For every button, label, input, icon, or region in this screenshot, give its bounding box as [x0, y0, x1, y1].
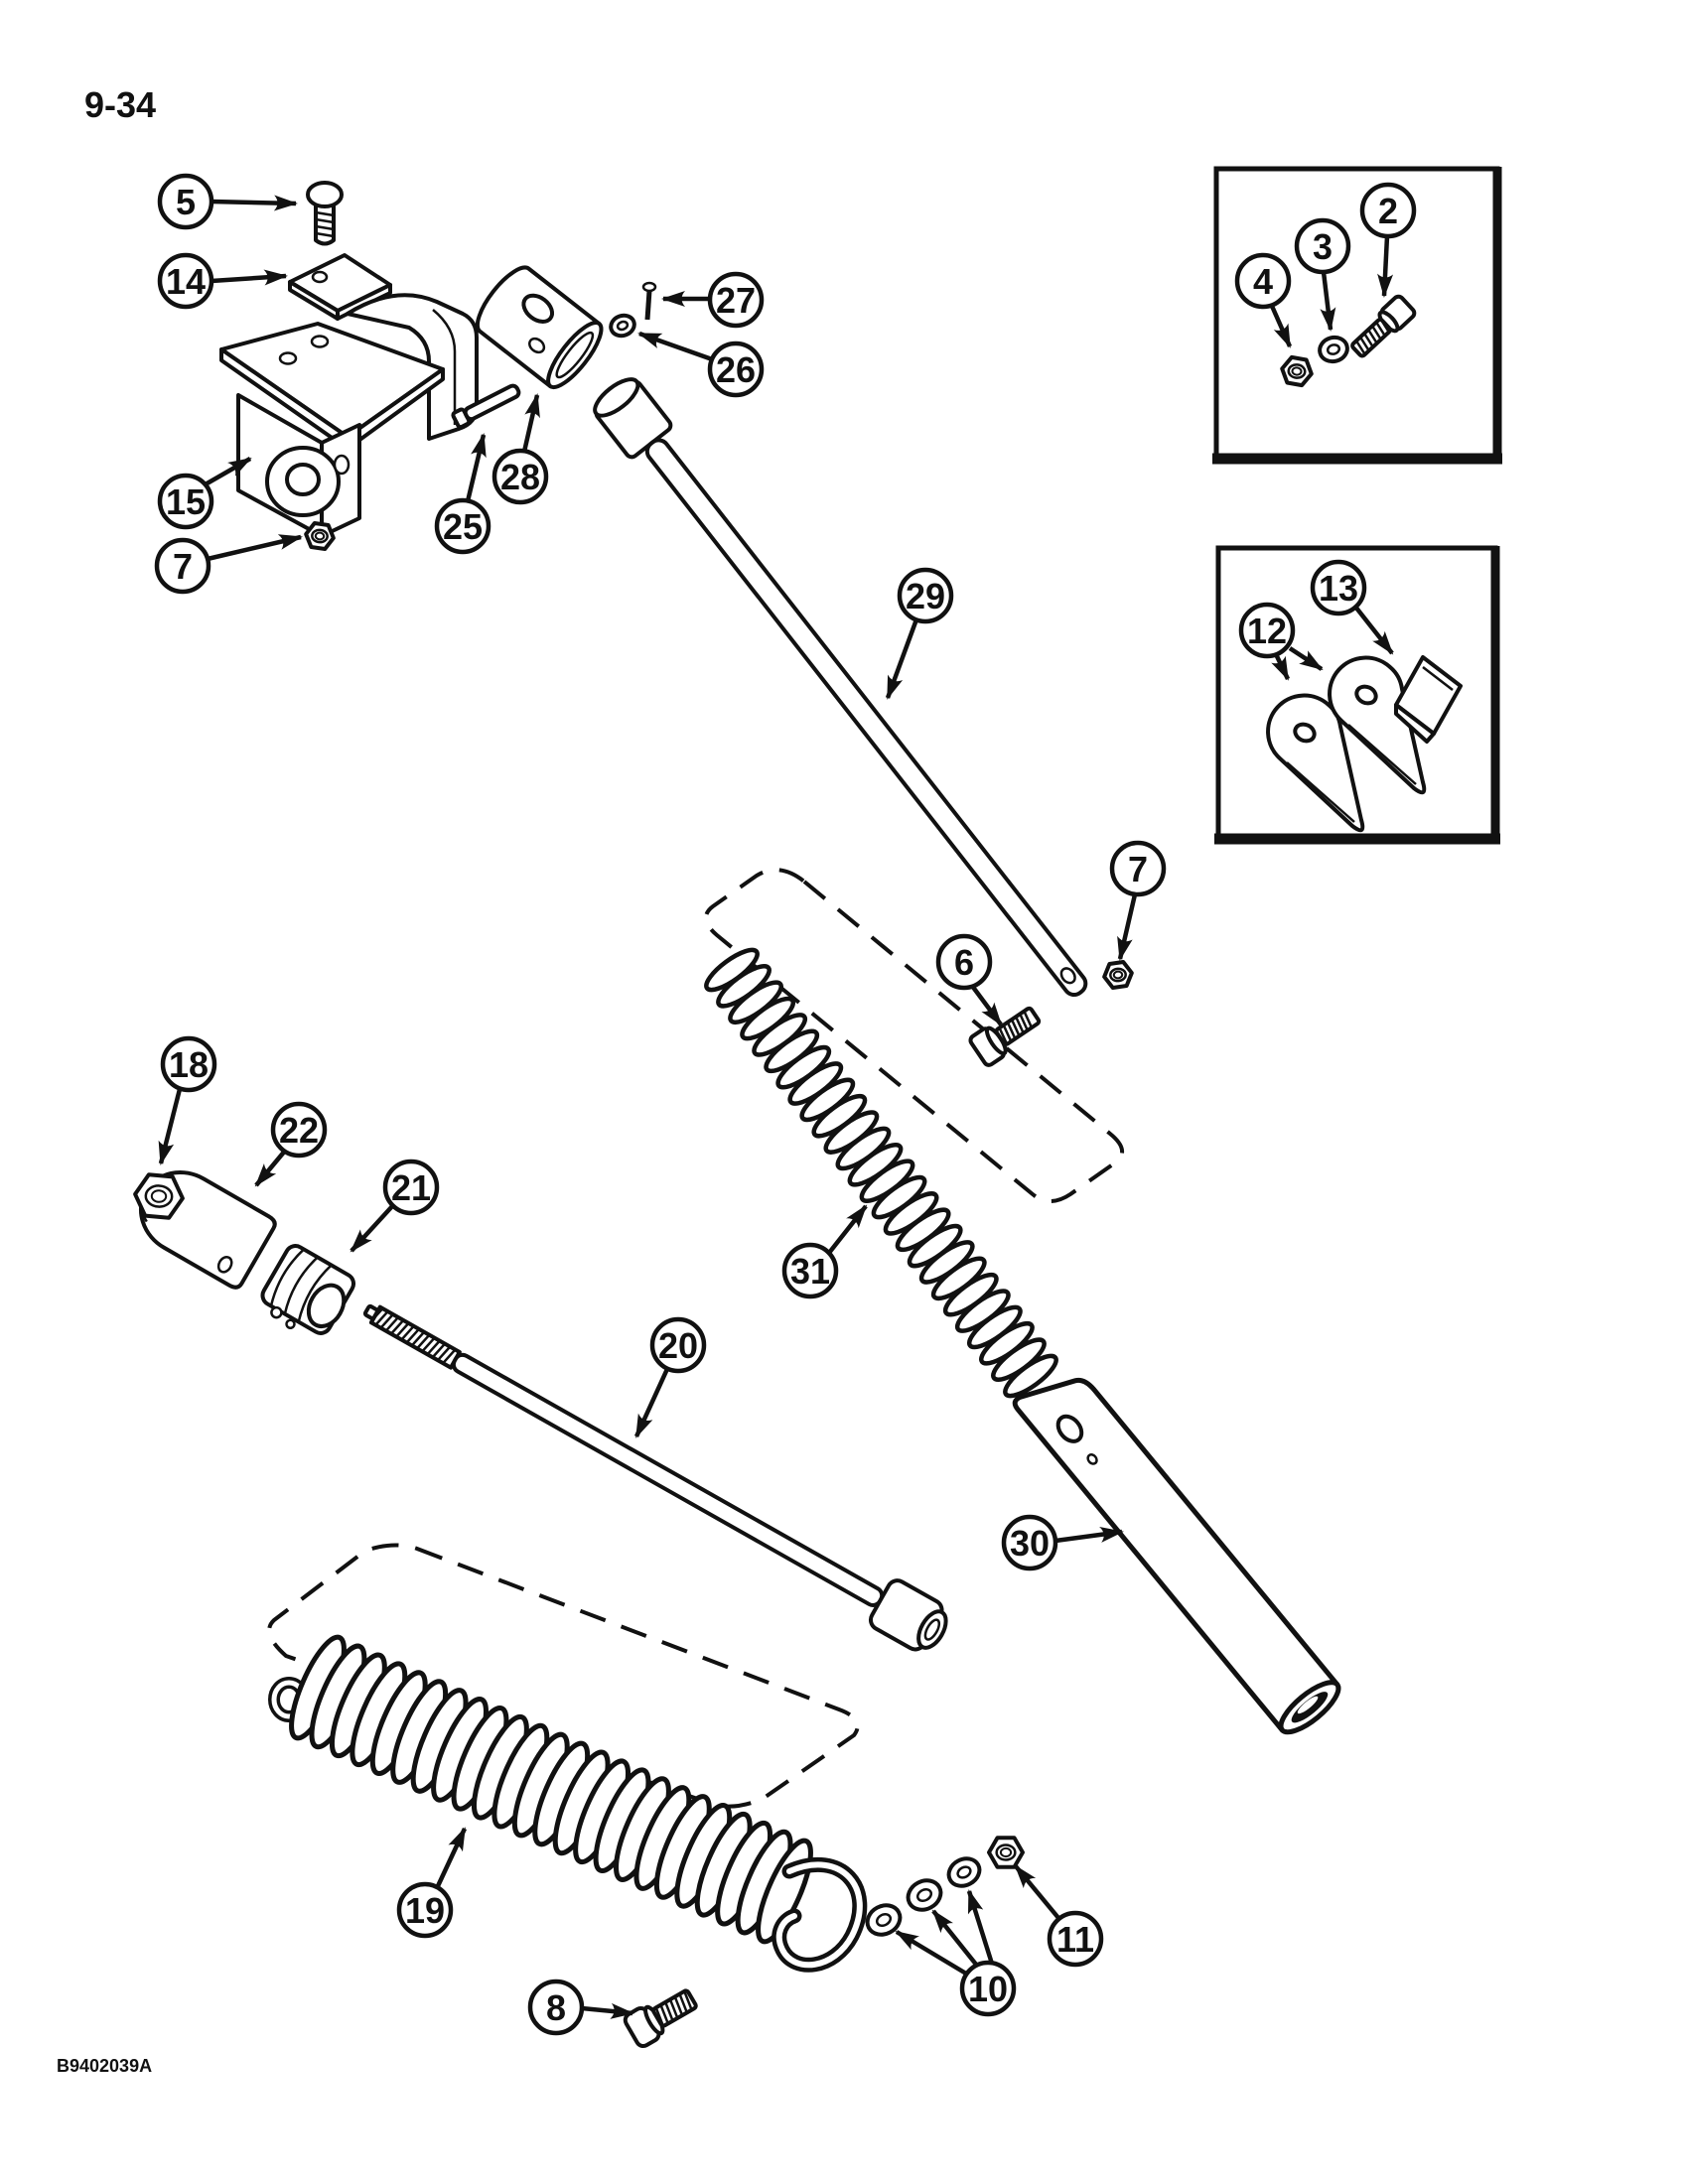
- callout-25: 25: [434, 497, 491, 555]
- part-bolt-2: [1350, 294, 1417, 358]
- part-bracket-15: [219, 293, 479, 538]
- callout-5: 5: [157, 173, 214, 230]
- part-plug-21: [260, 1244, 356, 1335]
- part-bolt-6: [968, 1006, 1042, 1067]
- svg-text:8: 8: [546, 1987, 566, 2028]
- svg-text:7: 7: [1128, 849, 1148, 889]
- svg-text:28: 28: [500, 457, 540, 497]
- svg-text:6: 6: [954, 942, 974, 983]
- callout-26: 26: [707, 341, 765, 398]
- svg-text:12: 12: [1247, 611, 1287, 651]
- ghost-outline-lower: [267, 1543, 860, 1809]
- callout-2: 2: [1359, 182, 1417, 239]
- callout-7a: 7: [154, 537, 211, 595]
- part-rod-29: [593, 377, 1088, 998]
- svg-text:11: 11: [1056, 1919, 1094, 1960]
- svg-text:14: 14: [166, 261, 206, 302]
- svg-text:21: 21: [391, 1167, 431, 1208]
- callout-10: 10: [959, 1960, 1017, 2017]
- part-spring-19: [268, 1634, 868, 1973]
- callout-30: 30: [1001, 1514, 1058, 1571]
- inset-box-fasteners: [1212, 166, 1502, 465]
- svg-text:13: 13: [1319, 568, 1358, 609]
- callout-22: 22: [270, 1101, 328, 1159]
- callout-8: 8: [527, 1979, 585, 2036]
- svg-text:2: 2: [1378, 191, 1398, 231]
- callout-31: 31: [781, 1242, 839, 1299]
- callout-21: 21: [382, 1159, 440, 1216]
- nuts-and-washers: [133, 313, 1349, 1937]
- ghost-outline-upper: [704, 868, 1124, 1203]
- svg-text:18: 18: [169, 1044, 209, 1085]
- part-spring-31: [704, 947, 1058, 1399]
- callout-20: 20: [649, 1316, 707, 1374]
- page-number: 9-34: [84, 84, 156, 125]
- svg-text:30: 30: [1010, 1523, 1050, 1564]
- leader-arrows: [158, 195, 1394, 2019]
- svg-text:7: 7: [173, 546, 193, 587]
- part-rod-20: [362, 1303, 948, 1652]
- callout-14: 14: [157, 252, 214, 310]
- callout-12: 12: [1238, 602, 1296, 659]
- callout-15: 15: [157, 473, 214, 530]
- figure-code: B9402039A: [57, 2056, 152, 2076]
- callout-3: 3: [1294, 217, 1351, 275]
- svg-text:26: 26: [716, 349, 756, 390]
- callout-27: 27: [707, 271, 765, 329]
- svg-text:10: 10: [968, 1969, 1008, 2009]
- svg-text:29: 29: [906, 576, 945, 616]
- callout-29: 29: [897, 567, 954, 624]
- callout-13: 13: [1310, 559, 1367, 616]
- svg-text:3: 3: [1313, 226, 1333, 267]
- callout-7b: 7: [1109, 840, 1167, 897]
- callout-18: 18: [160, 1035, 217, 1093]
- part-pin-25: [451, 383, 521, 430]
- part-trunnion-28: [475, 265, 604, 390]
- part-bolt-5: [306, 181, 344, 246]
- svg-text:20: 20: [658, 1325, 698, 1366]
- svg-text:5: 5: [176, 182, 196, 222]
- part-plate-14: [288, 253, 392, 321]
- part-tube-30: [1012, 1377, 1341, 1735]
- svg-text:22: 22: [279, 1110, 319, 1151]
- part-wedge-13: [1394, 655, 1463, 744]
- inset-box-brackets: [1214, 545, 1500, 845]
- svg-text:25: 25: [443, 506, 483, 547]
- callout-19: 19: [396, 1881, 454, 1939]
- callout-4: 4: [1234, 252, 1292, 310]
- callout-11: 11: [1047, 1910, 1104, 1968]
- callout-28: 28: [491, 448, 549, 505]
- svg-text:15: 15: [166, 481, 206, 522]
- svg-text:31: 31: [790, 1251, 830, 1292]
- part-cotter-pin-27: [641, 281, 657, 321]
- callout-6: 6: [935, 933, 993, 991]
- svg-text:4: 4: [1253, 261, 1273, 302]
- svg-text:19: 19: [405, 1890, 445, 1931]
- svg-text:27: 27: [716, 280, 756, 321]
